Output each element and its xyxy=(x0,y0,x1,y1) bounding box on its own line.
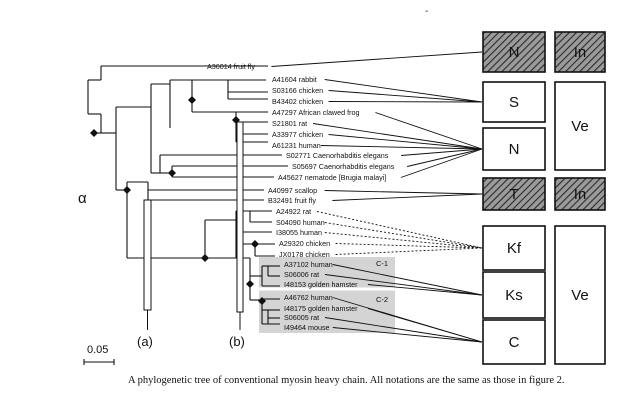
taxon-connector xyxy=(335,243,483,249)
taxon-connector xyxy=(324,79,483,103)
class-box-label: Ks xyxy=(505,287,523,304)
taxon-label: I48153 golden hamster xyxy=(284,280,358,289)
alpha-label: α xyxy=(78,190,87,207)
taxon-label: I49464 mouse xyxy=(284,323,330,332)
scale-label: 0.05 xyxy=(87,344,108,356)
marker-b: (b) xyxy=(229,334,245,349)
taxon-connector xyxy=(324,190,483,195)
node-diamond xyxy=(251,240,259,248)
connector-lines xyxy=(271,51,483,343)
taxon-connector xyxy=(406,148,483,167)
taxon-label: A47297 African clawed frog xyxy=(272,108,360,117)
taxon-label: S04090 human xyxy=(276,218,325,227)
tree-branches xyxy=(83,65,288,365)
taxon-connector xyxy=(324,317,483,343)
taxon-connector xyxy=(401,148,483,156)
taxon-connector xyxy=(335,247,483,255)
figure-caption: A phylogenetic tree of conventional myos… xyxy=(128,375,565,386)
class-box-c xyxy=(482,319,546,365)
taxon-connector xyxy=(316,211,483,249)
class-box-label: Kf xyxy=(507,240,522,257)
taxon-label: S02771 Caenorhabditis elegans xyxy=(286,151,389,160)
class-box-ks xyxy=(482,271,546,319)
class-box-label: S xyxy=(509,94,519,111)
group-box-ve2 xyxy=(554,225,606,365)
node-diamond xyxy=(258,297,266,305)
taxon-label: A36014 fruit fly xyxy=(207,62,255,71)
node-markers xyxy=(90,96,266,305)
node-diamond xyxy=(246,280,254,288)
group-box-label: In xyxy=(574,186,587,203)
taxon-label: A24922 rat xyxy=(276,207,311,216)
taxon-label: A45627 nematode [Brugia malayi] xyxy=(278,173,386,182)
taxon-connector xyxy=(367,308,483,343)
taxon-connector xyxy=(400,148,483,178)
taxon-connector xyxy=(312,123,483,150)
taxon-connector xyxy=(324,232,483,249)
marker-a: (a) xyxy=(137,334,153,349)
taxon-label: S05697 Caenorhabditis elegans xyxy=(292,162,395,171)
group-box-label: Ve xyxy=(571,287,589,304)
taxon-connector xyxy=(271,51,483,67)
taxon-label: I38055 human xyxy=(276,228,322,237)
taxon-label: A41604 rabbit xyxy=(272,75,317,84)
cluster-shading xyxy=(259,257,395,333)
class-box-n1 xyxy=(482,31,546,73)
cluster-c1-label: C-1 xyxy=(376,259,388,268)
taxon-connector xyxy=(324,222,483,249)
taxon-connector xyxy=(367,284,483,296)
node-diamond xyxy=(188,96,196,104)
taxon-connector xyxy=(375,112,483,150)
class-box-t xyxy=(482,177,546,211)
class-box-label: C xyxy=(509,334,520,351)
group-box-label: In xyxy=(574,44,587,61)
class-box-label: N xyxy=(509,44,520,61)
node-diamond xyxy=(123,186,131,194)
taxon-label: S06006 rat xyxy=(284,270,319,279)
group-box-in1 xyxy=(554,31,606,73)
taxon-label: B32491 fruit fly xyxy=(268,196,316,205)
group-box-in2 xyxy=(554,177,606,211)
class-box-kf xyxy=(482,225,546,271)
taxon-connector xyxy=(324,274,483,296)
node-diamond xyxy=(90,129,98,137)
taxon-connector xyxy=(332,264,483,296)
taxon-connector xyxy=(328,90,483,103)
taxon-label: A33977 chicken xyxy=(272,130,323,139)
taxon-label: B43402 chicken xyxy=(272,97,323,106)
class-box-s xyxy=(482,81,546,123)
taxon-label: A37102 human xyxy=(284,260,333,269)
taxon-label: S06005 rat xyxy=(284,313,319,322)
node-diamond xyxy=(201,254,209,262)
group-box-label: Ve xyxy=(571,118,589,135)
taxon-label: S21801 rat xyxy=(272,119,307,128)
class-box-label: N xyxy=(509,141,520,158)
taxon-connector xyxy=(332,193,483,201)
taxon-connector xyxy=(332,327,483,343)
taxon-label: A61231 human xyxy=(272,141,321,150)
taxon-label: A46762 human xyxy=(284,293,333,302)
taxon-label: JX0178 chicken xyxy=(279,250,330,259)
header-mark: - xyxy=(425,6,428,17)
group-box-ve1 xyxy=(554,81,606,171)
class-box-label: T xyxy=(509,186,518,203)
taxon-label: A29320 chicken xyxy=(279,239,330,248)
taxon-label: A40997 scallop xyxy=(268,186,317,195)
cluster-c2-label: C-2 xyxy=(376,295,388,304)
taxon-connector xyxy=(328,134,483,150)
class-box-n2 xyxy=(482,127,546,171)
reference-bar-b xyxy=(236,121,244,313)
taxon-connector xyxy=(328,101,483,103)
node-diamond xyxy=(168,169,176,177)
taxon-connector xyxy=(320,145,483,150)
reference-bar-a xyxy=(143,199,152,311)
taxon-label: S03166 chicken xyxy=(272,86,323,95)
taxon-label: I48175 golden hamster xyxy=(284,304,358,313)
